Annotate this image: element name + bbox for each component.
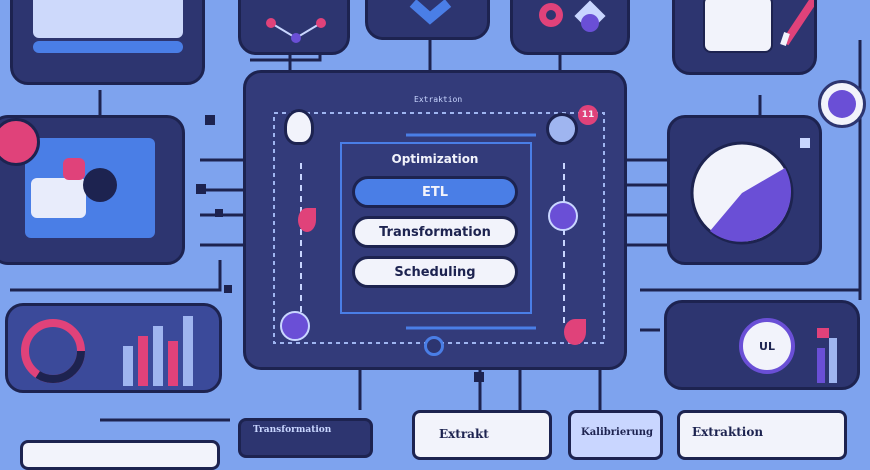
bottom-card-middle-label: Extrakt <box>439 427 489 441</box>
bottom-card-right-b-label: Extraktion <box>692 425 764 439</box>
bottom-card-left[interactable]: Transformation <box>238 418 373 458</box>
metrics-panel: UL <box>664 300 860 390</box>
bottom-card-middle[interactable]: Extrakt <box>412 410 552 460</box>
etl-button[interactable]: ETL <box>352 176 518 208</box>
pie-chart-icon <box>690 138 810 245</box>
lightbulb-icon <box>284 109 314 145</box>
scheduling-button-label: Scheduling <box>394 264 476 280</box>
document-panel <box>672 0 817 75</box>
bar-chart-icon <box>21 316 193 386</box>
network-nodes-icon <box>266 18 326 43</box>
search-magnifier-icon <box>0 118 40 166</box>
bottom-card-right-a[interactable]: Kalibrierung <box>568 410 663 460</box>
transformation-button-label: Transformation <box>379 224 491 240</box>
metric-badge: UL <box>739 318 795 374</box>
bottom-card-right-a-label: Kalibrierung <box>581 427 653 438</box>
cog-puzzle-icon <box>539 0 606 32</box>
mini-bar-icon <box>817 328 837 383</box>
connector-lines <box>10 30 862 422</box>
network-panel <box>238 0 350 55</box>
monitor-panel <box>10 0 205 85</box>
etl-button-label: ETL <box>421 184 449 200</box>
flower-icon <box>564 319 586 345</box>
settings-badge[interactable] <box>818 80 866 128</box>
icons-panel <box>510 0 630 55</box>
optimization-title: Optimization <box>391 152 479 166</box>
bottom-node-icon <box>424 336 444 356</box>
metric-badge-text: UL <box>759 339 775 353</box>
bottom-card-far-left <box>20 440 220 470</box>
bottom-card-left-label: Transformation <box>253 425 332 435</box>
orb-icon <box>280 311 310 341</box>
shield-icon <box>546 113 578 145</box>
analytics-panel <box>5 303 222 393</box>
pipeline-frame <box>273 112 605 344</box>
corner-badge: 11 <box>578 105 598 125</box>
transformation-button[interactable]: Transformation <box>352 216 518 248</box>
gear-panel <box>365 0 490 40</box>
node-icon <box>548 201 578 231</box>
leaf-icon <box>298 208 316 232</box>
corner-badge-text: 11 <box>581 110 595 120</box>
gear-icon <box>409 0 452 25</box>
bottom-card-right-b[interactable]: Extraktion <box>677 410 847 460</box>
pencil-icon <box>780 0 814 46</box>
pie-chart-panel <box>667 115 822 265</box>
dashboard-panel-left <box>0 115 185 265</box>
top-label: Extraktion <box>414 95 463 104</box>
scheduling-button[interactable]: Scheduling <box>352 256 518 288</box>
